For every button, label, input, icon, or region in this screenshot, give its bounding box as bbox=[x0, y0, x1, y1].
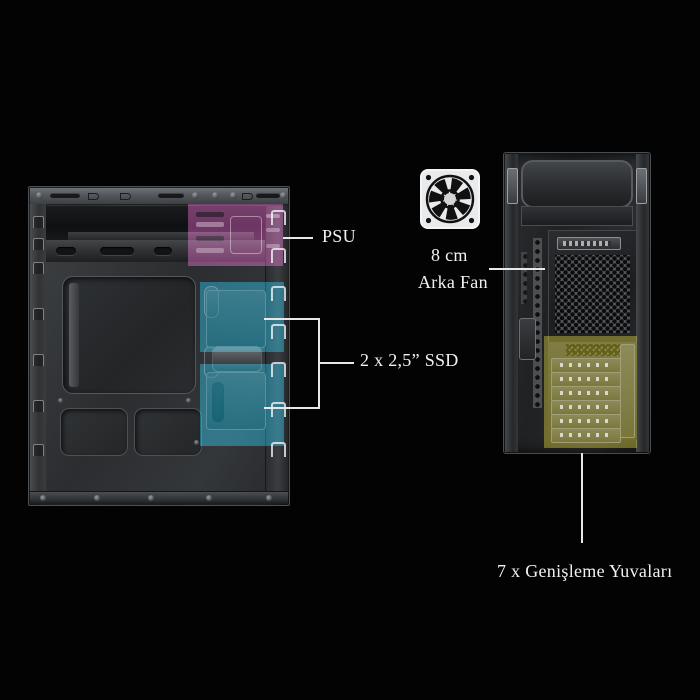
drive-cage-divider bbox=[212, 346, 262, 372]
leader-line-ssd-stem bbox=[318, 362, 354, 364]
io-shield-cutout bbox=[557, 237, 621, 250]
leader-line-ssd-top bbox=[264, 318, 320, 320]
tray-cable-cutout-1 bbox=[60, 408, 128, 456]
ssd-cage-upper bbox=[206, 290, 266, 348]
rear-top-brace bbox=[521, 206, 633, 226]
leader-line-rear-fan bbox=[489, 268, 545, 270]
leader-line-expansion-slots bbox=[581, 453, 583, 543]
rear-fan-mesh-grille bbox=[555, 255, 630, 333]
label-fan-name: Arka Fan bbox=[418, 272, 488, 292]
label-ssd: 2 x 2,5” SSD bbox=[360, 350, 459, 370]
expansion-slot-cover-1 bbox=[551, 358, 621, 373]
case-rear-left-edge bbox=[505, 154, 518, 452]
leader-line-ssd-bottom bbox=[264, 407, 320, 409]
expansion-slot-cover-4 bbox=[551, 400, 621, 415]
expansion-slot-cover-2 bbox=[551, 372, 621, 387]
case-rear-right-edge bbox=[636, 154, 649, 452]
expansion-slot-cover-3 bbox=[551, 386, 621, 401]
drive-cage-rail bbox=[265, 206, 288, 492]
expansion-slot-cover-5 bbox=[551, 414, 621, 429]
pc-case-rear-view bbox=[503, 152, 651, 454]
label-fan-size: 8 cm bbox=[431, 245, 468, 265]
rear-io-and-fan-panel bbox=[548, 230, 637, 344]
rear-cable-passthrough bbox=[519, 318, 536, 360]
side-panel-latch-right bbox=[636, 168, 647, 204]
optical-drive-bay bbox=[46, 206, 288, 241]
label-expansion-slots: 7 x Genişleme Yuvaları bbox=[497, 561, 673, 581]
label-psu: PSU bbox=[322, 226, 356, 246]
case-left-edge bbox=[30, 204, 47, 492]
side-panel-latch-left bbox=[507, 168, 518, 204]
case-bottom-rail bbox=[30, 491, 288, 504]
case-top-rail bbox=[30, 188, 288, 205]
rear-vent-column-small bbox=[521, 252, 527, 304]
drive-bay-shelf bbox=[46, 240, 288, 263]
cpu-cooler-cutout bbox=[62, 276, 196, 394]
slot-retention-rail bbox=[620, 344, 635, 438]
ssd-cage-lower bbox=[206, 372, 266, 430]
expansion-slot-area bbox=[548, 342, 637, 443]
rear-vent-column bbox=[533, 238, 542, 408]
fan-icon bbox=[419, 168, 481, 230]
leader-line-psu bbox=[283, 237, 313, 239]
slot-vent-mesh bbox=[566, 344, 624, 356]
expansion-slot-cover-6 bbox=[551, 428, 621, 443]
rear-top-handle bbox=[521, 160, 633, 208]
pc-case-interior-view bbox=[28, 186, 290, 506]
tray-cable-cutout-2 bbox=[134, 408, 202, 456]
